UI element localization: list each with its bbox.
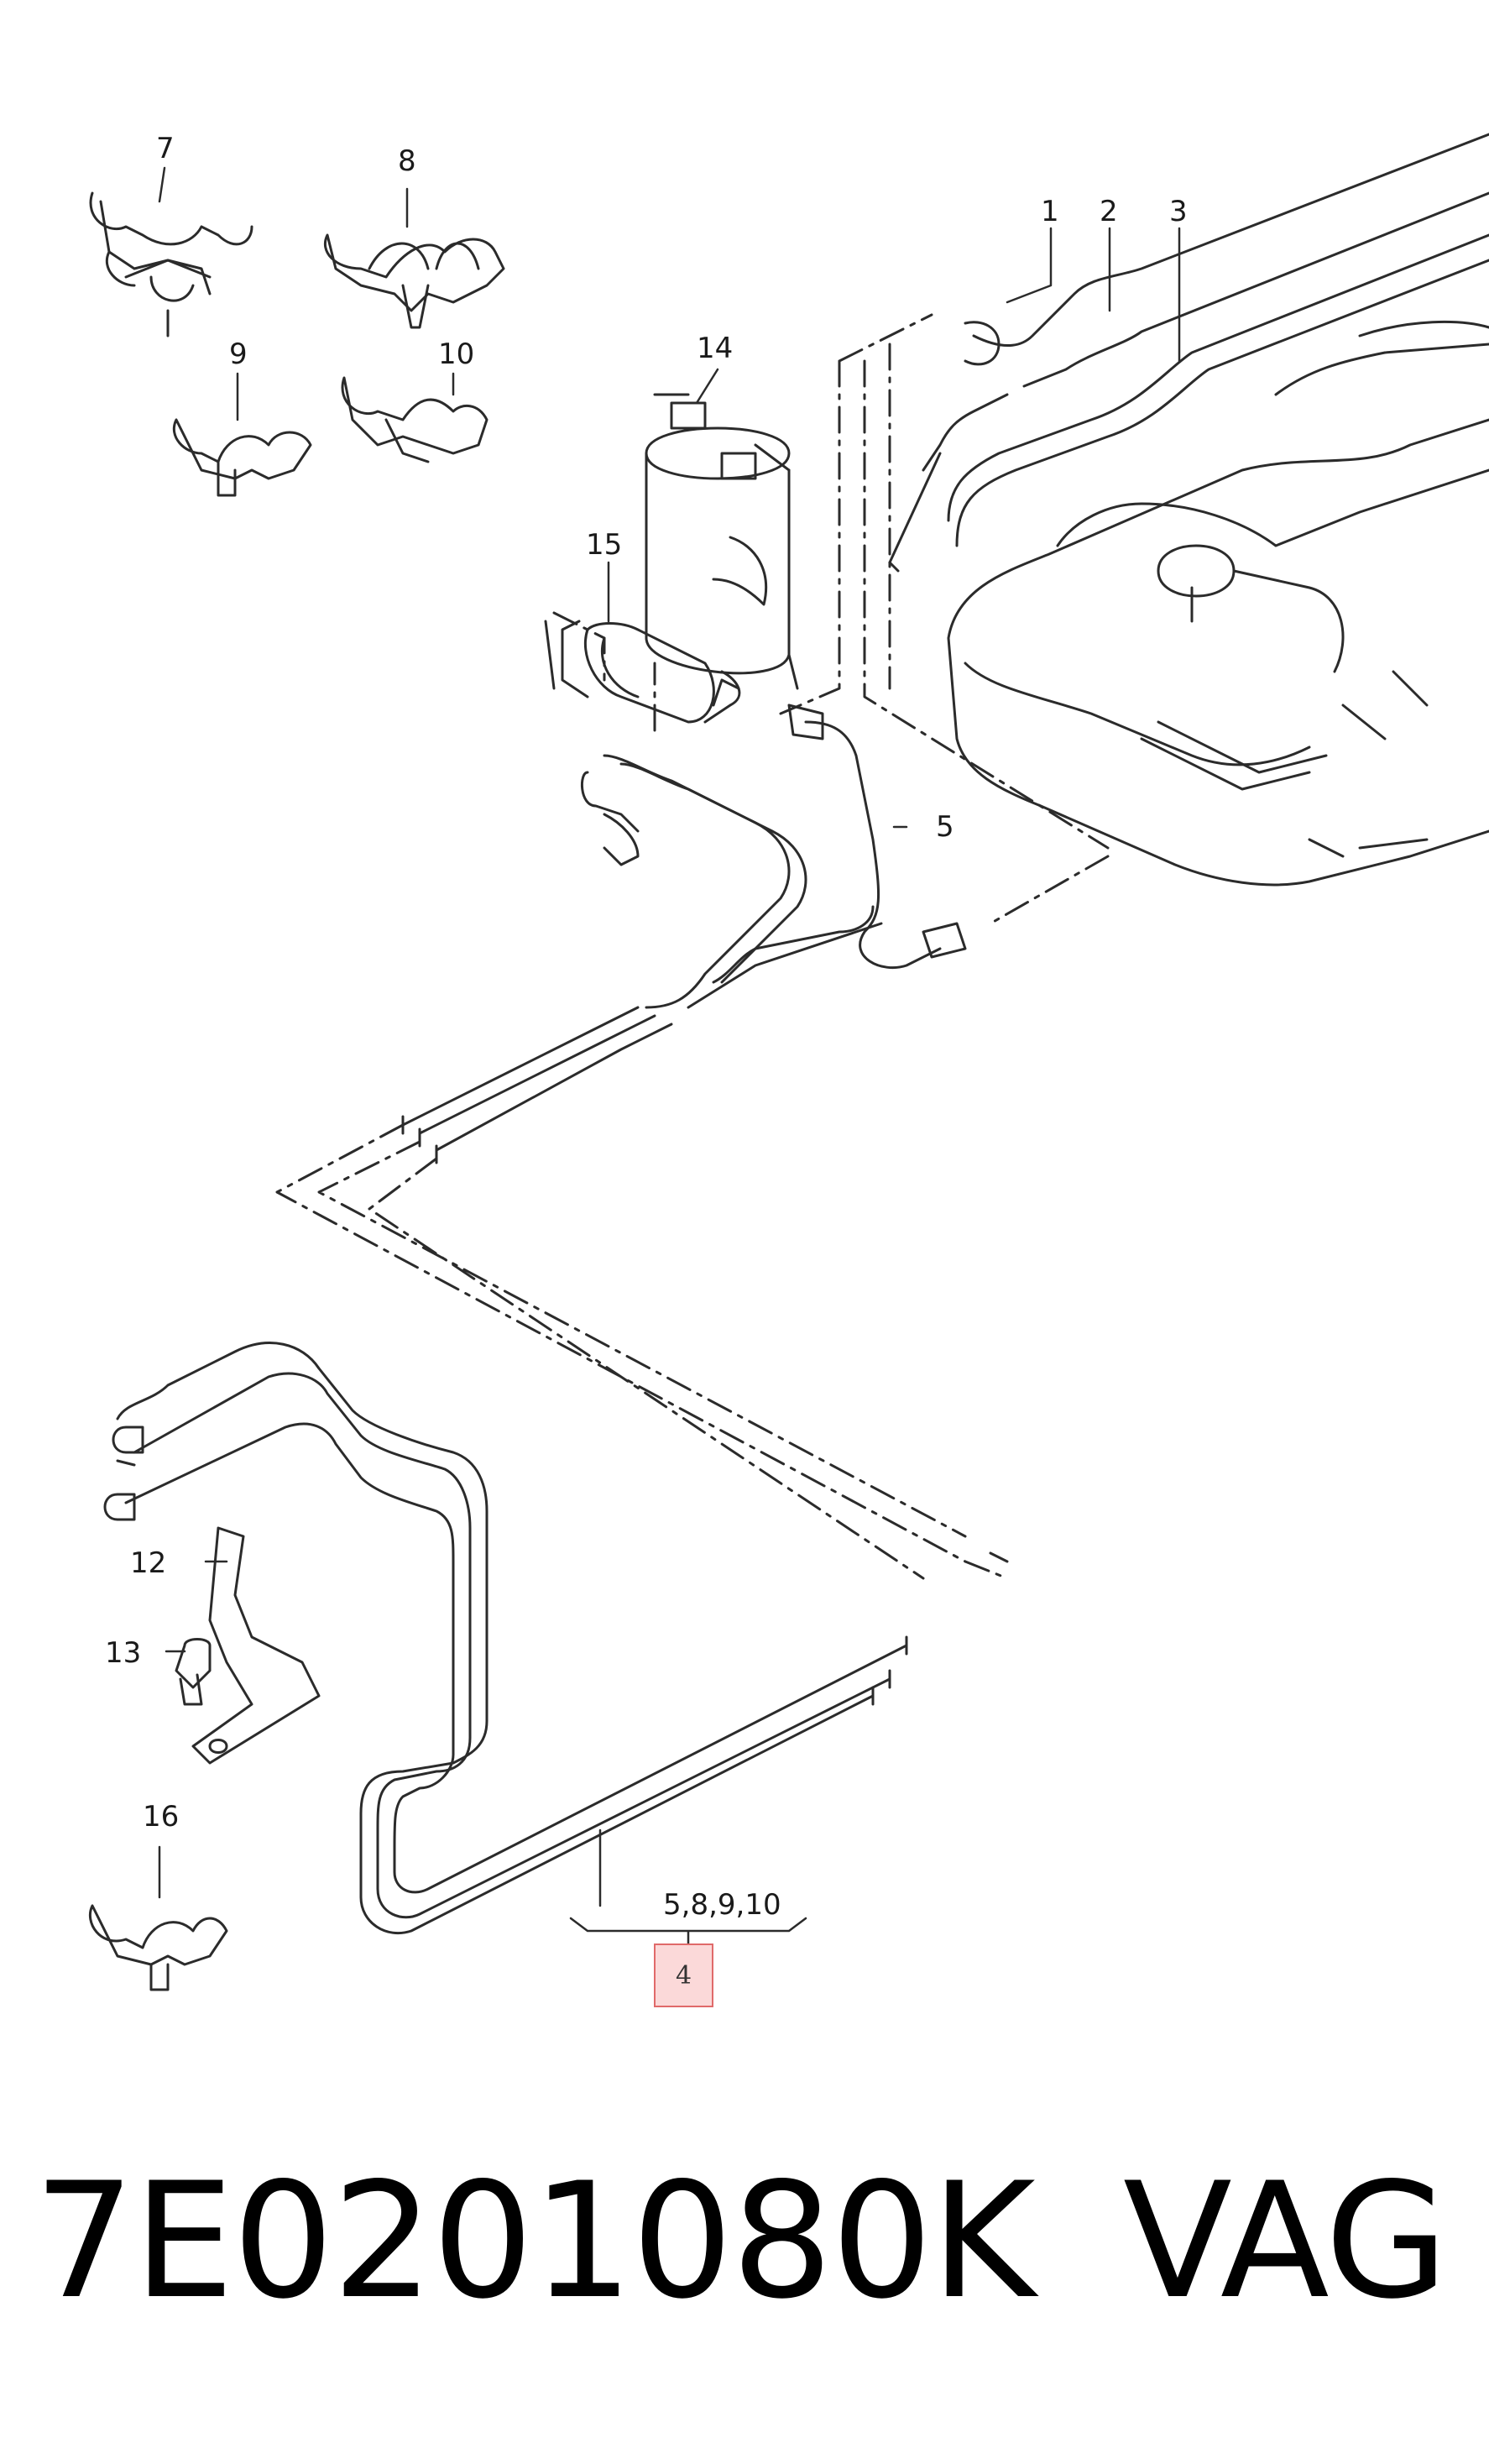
callout-5: 5 (936, 810, 954, 844)
clip-10 (341, 376, 488, 463)
lower-line-bundle (103, 1342, 908, 1935)
fuel-line-5 (787, 704, 967, 970)
callout-1: 1 (1041, 195, 1059, 228)
callout-group: 5,8,9,10 (663, 1888, 781, 1922)
callout-16: 16 (143, 1800, 180, 1834)
callout-9: 9 (229, 337, 248, 371)
charcoal-canister-14 (645, 393, 799, 690)
bolt-13 (175, 1638, 212, 1706)
callout-14: 14 (697, 332, 734, 365)
brand-label: VAG (1123, 2148, 1449, 2334)
fuel-tank (947, 320, 1489, 887)
fuel-line-diagram (88, 133, 1489, 1991)
highlight-callout-4[interactable]: 4 (654, 1943, 713, 2007)
callout-15: 15 (586, 528, 623, 562)
upper-fuel-lines (888, 133, 1489, 573)
clip-8 (324, 233, 505, 329)
callout-2: 2 (1100, 195, 1118, 228)
callout-12: 12 (130, 1546, 167, 1580)
callout-13: 13 (105, 1636, 142, 1670)
clip-7 (89, 191, 253, 337)
dashed-connectors (275, 313, 1110, 1580)
bracket-12 (191, 1526, 321, 1765)
clip-9 (172, 418, 312, 497)
part-number: 7E0201080K (34, 2148, 1036, 2334)
callout-7: 7 (156, 132, 175, 165)
callout-8: 8 (398, 144, 416, 178)
leader-lines (158, 166, 1181, 1949)
callout-3: 3 (1169, 195, 1188, 228)
clip-16 (88, 1904, 228, 1991)
upper-line-bundle (401, 754, 883, 1164)
callout-10: 10 (438, 337, 475, 371)
fuel-filter-15 (544, 620, 741, 724)
